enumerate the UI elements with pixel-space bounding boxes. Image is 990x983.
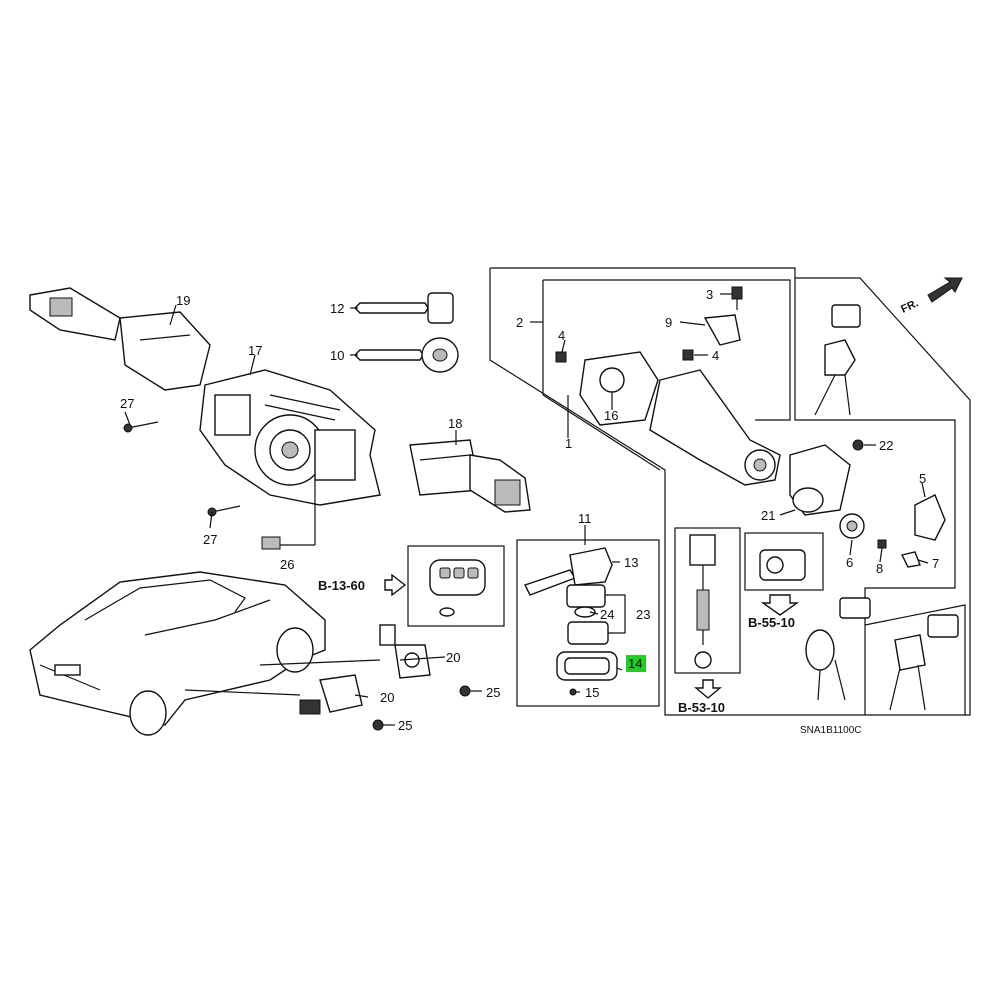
front-direction-label: FR. [899,297,920,315]
screw-15 [569,688,577,696]
callout-14-highlight [626,655,646,672]
wiper-switch [409,439,531,513]
callout-11[interactable]: 11 [578,511,592,526]
combination-switch-body [199,369,381,506]
front-direction-arrow [927,277,963,303]
trunk-cylinder [759,549,806,581]
ignition-group-outline [489,267,971,716]
lock-cylinder-21 [789,444,851,516]
arrow-b5310 [694,679,722,699]
callout-2[interactable]: 2 [516,315,523,330]
keys-top-right [814,304,861,416]
keys-bottom-right [889,614,959,711]
bracket-9 [703,314,741,346]
callout-12[interactable]: 12 [330,301,344,316]
screw-25-upper [459,685,471,697]
bolt-4-top [555,351,567,363]
transmitter-23 [566,584,609,645]
callout-22[interactable]: 22 [879,438,893,453]
steering-lock-housing [649,369,781,486]
callout-4-mid[interactable]: 4 [712,348,719,363]
diagram-code: SNA1B1100C [800,725,862,736]
case-14 [556,651,618,681]
callout-3[interactable]: 3 [706,287,713,302]
screw-8 [877,539,887,549]
callout-6[interactable]: 6 [846,555,853,570]
ignition-cylinder-16 [579,351,659,426]
callout-25-lower[interactable]: 25 [398,718,412,733]
remote-fob [429,559,486,617]
reference-b-13-60[interactable]: B-13-60 [318,578,365,593]
key-13 [524,547,613,596]
callout-18[interactable]: 18 [448,416,462,431]
door-actuator-lower [299,674,363,715]
callout-5[interactable]: 5 [919,471,926,486]
callout-17[interactable]: 17 [248,343,262,358]
turn-signal-switch [29,287,211,391]
screw-27-top [123,421,159,433]
arrow-b5510 [760,594,800,616]
bolt-3 [731,286,743,310]
callout-1[interactable]: 1 [565,436,572,451]
leader-lines [124,293,929,726]
callout-24[interactable]: 24 [600,607,614,622]
callout-19[interactable]: 19 [176,293,190,308]
callout-13[interactable]: 13 [624,555,638,570]
keys-bottom-middle [805,597,871,701]
screw-27-bottom [207,505,241,517]
screw-26 [261,536,281,550]
callout-20-lower[interactable]: 20 [380,690,394,705]
part-6 [839,513,865,539]
callout-21[interactable]: 21 [761,508,775,523]
screw-25-lower [372,719,384,731]
callout-27-bottom[interactable]: 27 [203,532,217,547]
callout-26[interactable]: 26 [280,557,294,572]
callout-16[interactable]: 16 [604,408,618,423]
reference-b-53-10[interactable]: B-53-10 [678,700,725,715]
battery-24 [574,606,596,618]
callout-27-top[interactable]: 27 [120,396,134,411]
callout-4-top[interactable]: 4 [558,328,565,343]
callout-15[interactable]: 15 [585,685,599,700]
callout-7[interactable]: 7 [932,556,939,571]
bolt-4-mid [682,349,694,361]
key-10 [354,337,459,373]
callout-10[interactable]: 10 [330,348,344,363]
callout-25-upper[interactable]: 25 [486,685,500,700]
cap-22 [852,439,864,451]
callout-14[interactable]: 14 [628,656,642,671]
trunk-opener-cable [689,534,716,669]
callout-20-upper[interactable]: 20 [446,650,460,665]
car-outline [29,571,326,736]
callout-23[interactable]: 23 [636,607,650,622]
door-actuator-upper [379,624,431,679]
callout-9[interactable]: 9 [665,315,672,330]
key-group-outline [407,539,660,707]
part-7 [900,551,921,568]
arrow-b1360 [384,573,407,597]
key-blank-12 [354,292,454,324]
cap-5 [914,494,946,541]
reference-b-55-10[interactable]: B-55-10 [748,615,795,630]
callout-8[interactable]: 8 [876,561,883,576]
